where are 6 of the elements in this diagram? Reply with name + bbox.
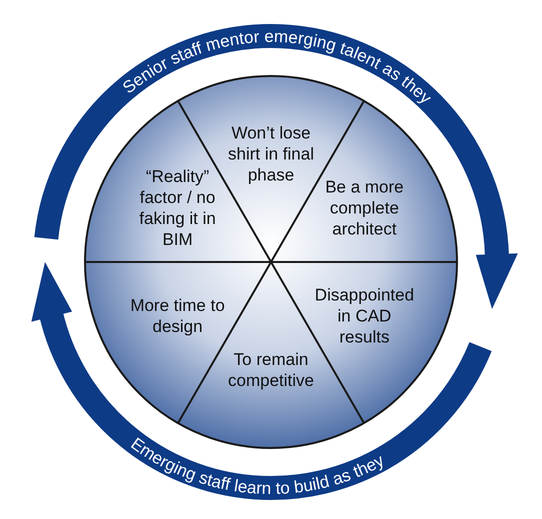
segment-text: To remain competitive — [227, 348, 315, 391]
segment-text: Disappointed in CAD results — [314, 284, 416, 348]
segment-text: Be a more complete architect — [324, 176, 405, 240]
segment-text: “Reality” factor / no faking it in BIM — [138, 166, 217, 250]
segment-text: Won’t lose shirt in final phase — [227, 122, 315, 186]
segment-text: More time to design — [129, 294, 226, 337]
